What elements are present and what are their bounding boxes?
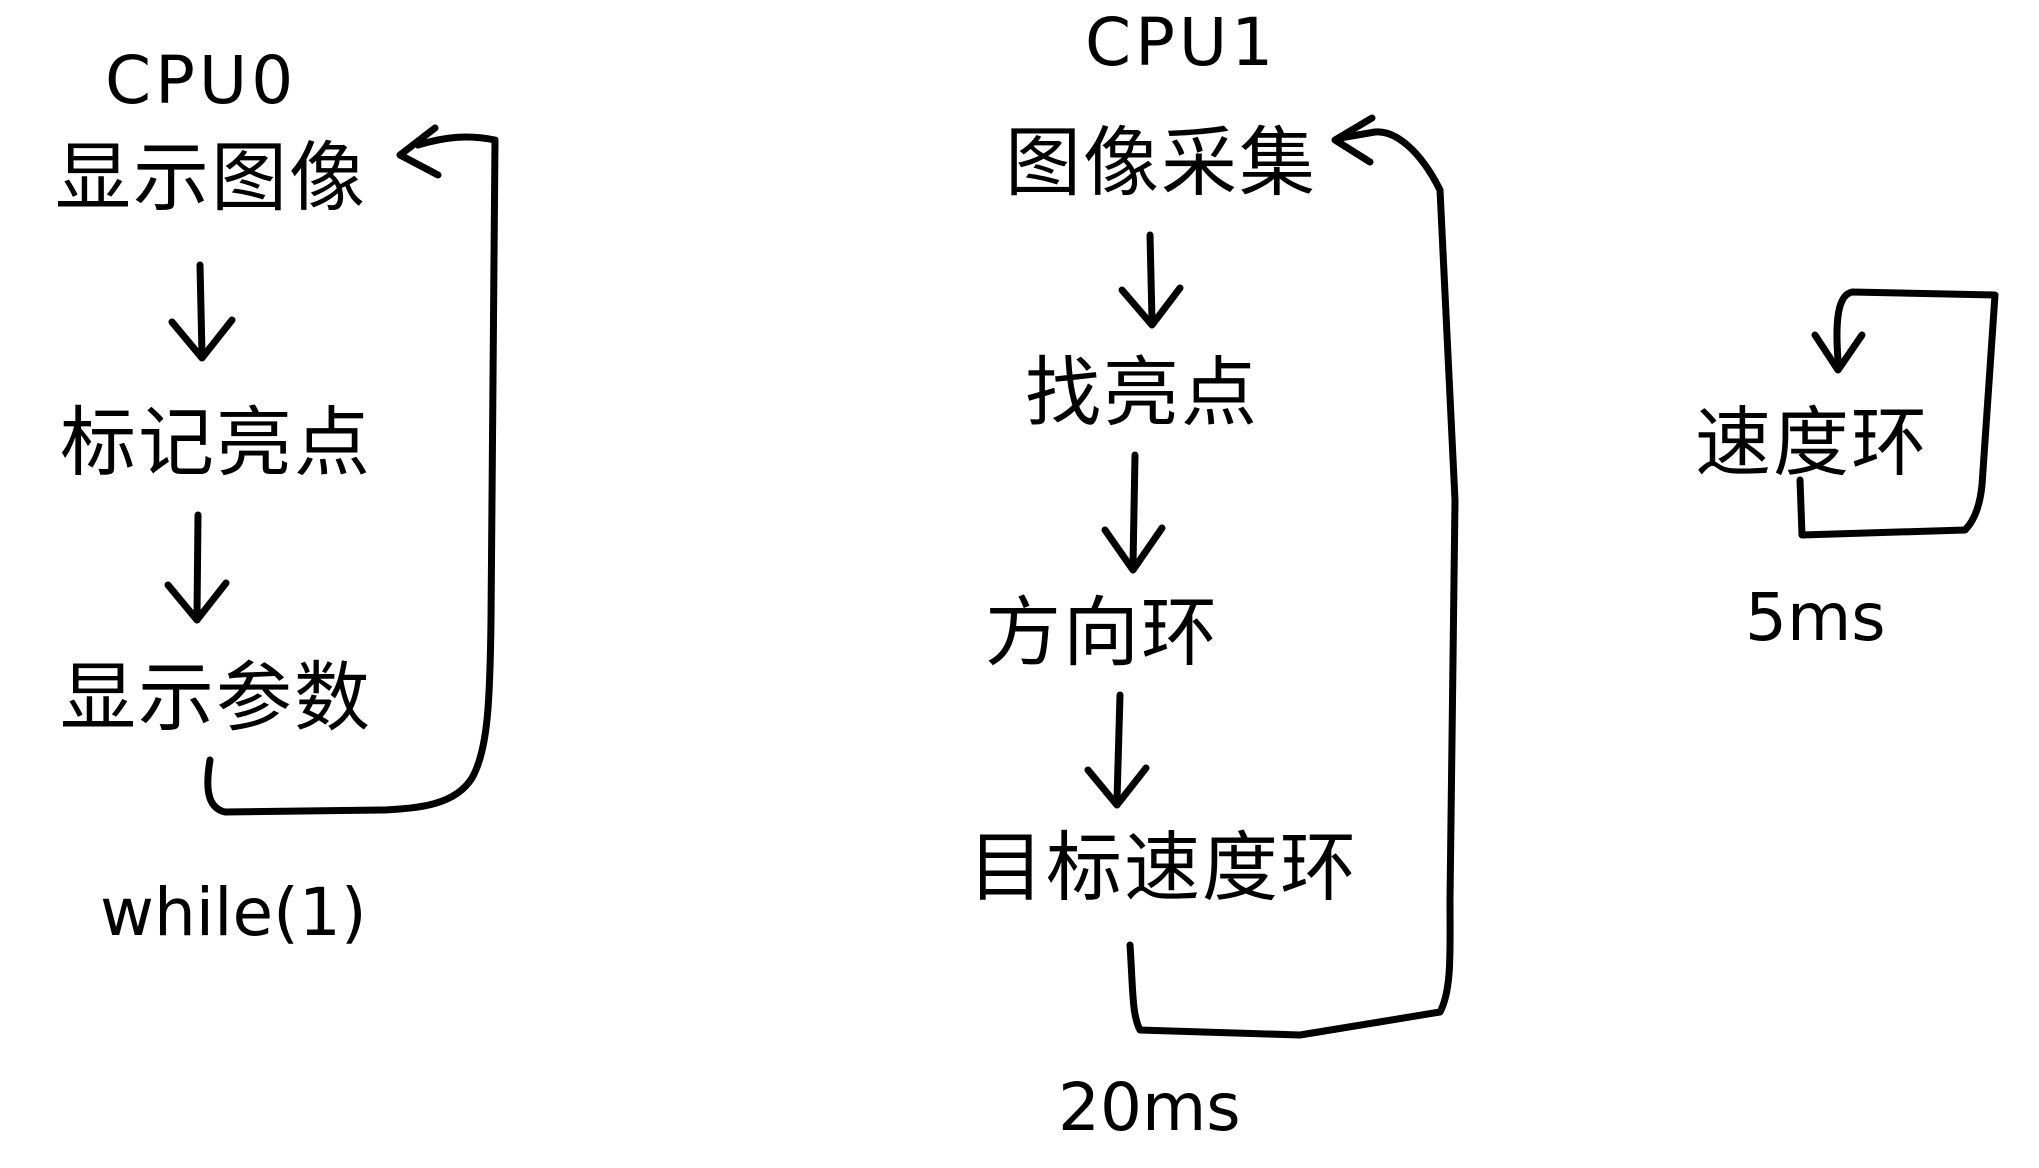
cpu1-step-target-speed-loop: 目标速度环: [968, 823, 1358, 912]
cpu1-step-find-bright-points: 找亮点: [1025, 348, 1259, 437]
cpu1-arrow-1: [1118, 231, 1184, 329]
cpu1-arrow-3: [1084, 691, 1150, 809]
cpu0-arrow-1: [168, 261, 236, 362]
cpu1-step-direction-loop: 方向环: [985, 588, 1219, 677]
cpu1-period-note: 20ms: [1058, 1069, 1241, 1146]
speed-loop-self-arrow: [1796, 288, 1999, 539]
cpu1-loop-back-arrow: [1126, 114, 1459, 1039]
cpu1-arrow-2: [1101, 451, 1166, 574]
cpu0-step-mark-bright-points: 标记亮点: [60, 398, 372, 487]
cpu0-loop-note: while(1): [100, 874, 367, 951]
cpu1-title: CPU1: [1085, 4, 1278, 81]
speed-loop-label: 速度环: [1695, 398, 1929, 487]
cpu0-title: CPU0: [105, 42, 298, 119]
cpu0-step-display-image: 显示图像: [55, 133, 367, 222]
cpu0-arrow-2: [164, 511, 230, 624]
speed-loop-period-note: 5ms: [1745, 579, 1886, 656]
cpu1-step-image-capture: 图像采集: [1005, 118, 1317, 207]
cpu0-step-display-params: 显示参数: [60, 653, 372, 742]
cpu0-loop-back-arrow: [204, 124, 499, 816]
